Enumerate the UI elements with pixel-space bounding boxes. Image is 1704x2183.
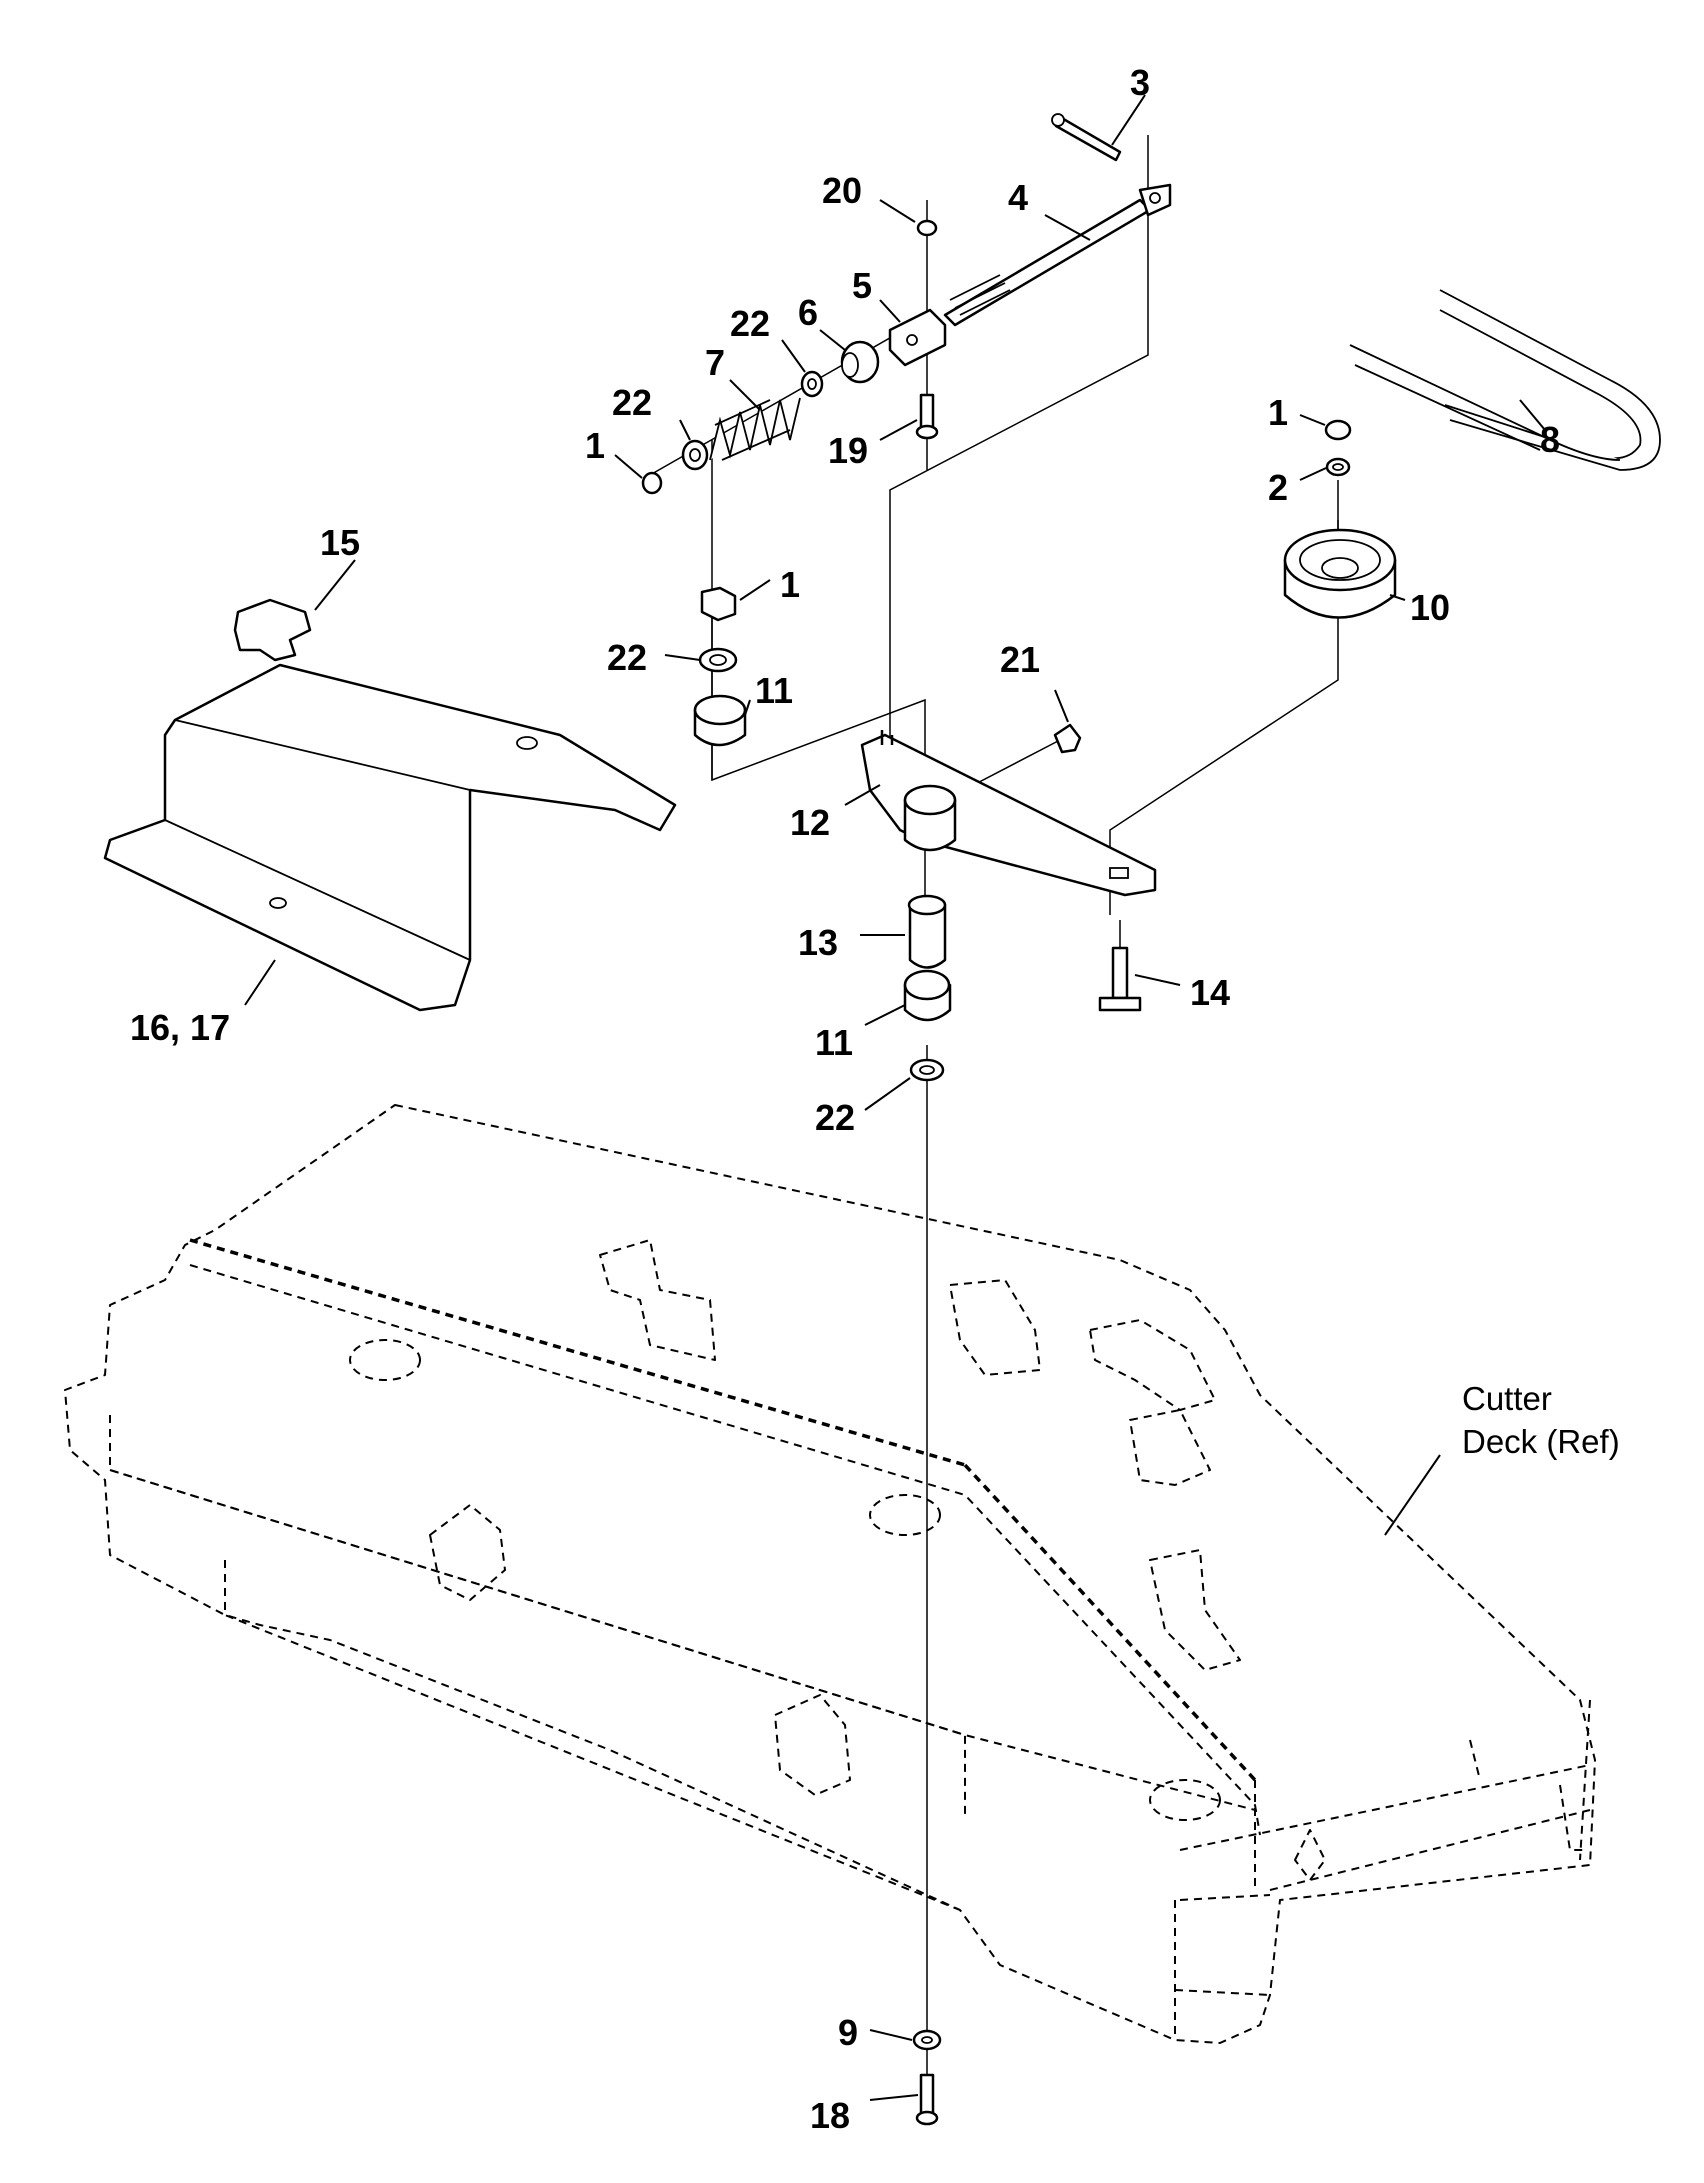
callout-18: 18 [810, 2095, 850, 2136]
idler-arm [860, 730, 1157, 897]
bushing-11-upper [693, 694, 747, 747]
bolt-14 [1098, 946, 1142, 1012]
callout-labels: 3 4 20 5 6 22 7 22 1 19 8 1 2 10 15 1 22… [130, 62, 1560, 2136]
callout-1-left: 1 [585, 425, 605, 466]
spacer [907, 894, 947, 969]
callout-2: 2 [1268, 467, 1288, 508]
nut-1-left [641, 471, 663, 495]
bolt-18 [915, 2073, 939, 2126]
bushing-11-lower [903, 969, 952, 1022]
callout-1-center: 1 [780, 564, 800, 605]
nut-1-right [1324, 419, 1352, 441]
washer-22-lower [909, 1058, 945, 1082]
knob [233, 598, 312, 662]
reference-label-line1: Cutter [1462, 1380, 1552, 1417]
callout-21: 21 [1000, 639, 1040, 680]
washer-9 [912, 2029, 942, 2051]
bushing-6 [840, 340, 880, 384]
washer-22-left [681, 439, 709, 471]
cotter-pin [1051, 113, 1122, 162]
callout-22-center: 22 [607, 637, 647, 678]
callout-14: 14 [1190, 972, 1230, 1013]
callout-4: 4 [1008, 177, 1028, 218]
callout-9: 9 [838, 2012, 858, 2053]
cutter-deck-reference-label: Cutter Deck (Ref) [1462, 1380, 1620, 1460]
washer-22-upper [800, 370, 824, 398]
swivel-block [888, 308, 947, 367]
spring [709, 397, 801, 461]
reference-label-line2: Deck (Ref) [1462, 1423, 1620, 1460]
cutter-deck-outline [64, 1104, 1596, 2044]
nut-20 [916, 219, 938, 237]
washer-22-center [698, 647, 738, 673]
callout-22-left: 22 [612, 382, 652, 423]
idler-pulley [1283, 528, 1397, 619]
tension-rod [943, 183, 1172, 327]
callout-22-lower: 22 [815, 1097, 855, 1138]
callout-6: 6 [798, 292, 818, 333]
callout-8: 8 [1540, 419, 1560, 460]
cover [103, 663, 677, 1012]
callout-19: 19 [828, 430, 868, 471]
callout-11-upper: 11 [755, 670, 793, 711]
washer-2 [1325, 457, 1351, 477]
callout-16-17: 16, 17 [130, 1007, 230, 1048]
callout-11-lower: 11 [815, 1022, 853, 1063]
callout-7: 7 [705, 342, 725, 383]
callout-10: 10 [1410, 587, 1450, 628]
nut-1-center [700, 586, 737, 622]
callout-15: 15 [320, 522, 360, 563]
belt [1349, 289, 1661, 471]
callout-12: 12 [790, 802, 830, 843]
callout-5: 5 [852, 265, 872, 306]
callout-22-upper: 22 [730, 303, 770, 344]
callout-13: 13 [798, 922, 838, 963]
callout-1-right: 1 [1268, 392, 1288, 433]
leader-lines [244, 94, 1546, 2101]
callout-3: 3 [1130, 62, 1150, 103]
grease-fitting [1053, 723, 1082, 754]
callout-20: 20 [822, 170, 862, 211]
bolt-19 [915, 393, 939, 440]
